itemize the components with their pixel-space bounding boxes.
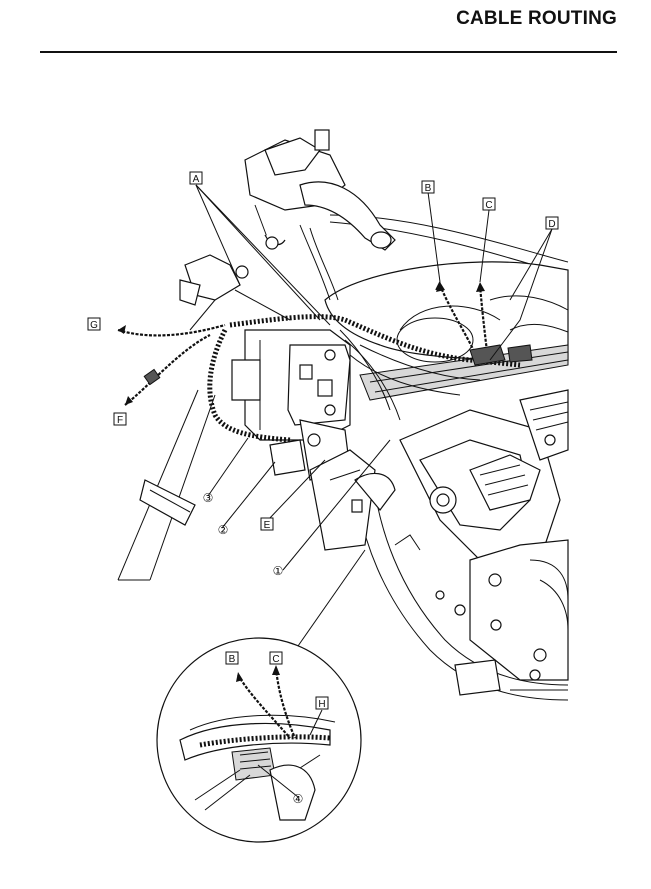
engine-block: [399, 389, 569, 681]
callout-leaders: [195, 184, 553, 647]
svg-text:D: D: [548, 219, 555, 230]
label-H: H: [315, 696, 329, 710]
wire-harness: [117, 284, 533, 443]
svg-text:E: E: [264, 520, 271, 531]
label-A: A: [189, 171, 203, 185]
header-rule: [40, 51, 617, 53]
frame-outline: [324, 214, 569, 401]
page-title: CABLE ROUTING: [456, 8, 617, 29]
label-D: D: [545, 216, 559, 230]
label-C: C: [482, 197, 496, 211]
frame-downtube: [354, 469, 569, 701]
label-F: F: [113, 412, 127, 426]
svg-text:G: G: [90, 320, 98, 331]
svg-text:B: B: [229, 654, 236, 665]
inset-label-C: C: [269, 651, 283, 665]
label-B: B: [421, 180, 435, 194]
label-G: G: [87, 317, 101, 331]
label-E: E: [260, 517, 274, 531]
callout-2: ②: [218, 523, 229, 537]
electrical-box: [231, 329, 396, 551]
svg-text:F: F: [117, 415, 123, 426]
svg-text:A: A: [193, 174, 200, 185]
front-fork: [117, 299, 216, 581]
handlebar-assembly: [179, 129, 396, 321]
inset-label-B: B: [225, 651, 239, 665]
svg-text:C: C: [272, 654, 279, 665]
svg-text:C: C: [485, 200, 492, 211]
inset-detail: [156, 637, 362, 843]
svg-text:H: H: [318, 699, 325, 710]
direction-arrows: [118, 282, 485, 405]
svg-text:B: B: [425, 183, 432, 194]
callout-3: ③: [203, 491, 214, 505]
callout-4: ④: [293, 792, 304, 806]
callout-1: ①: [273, 564, 284, 578]
